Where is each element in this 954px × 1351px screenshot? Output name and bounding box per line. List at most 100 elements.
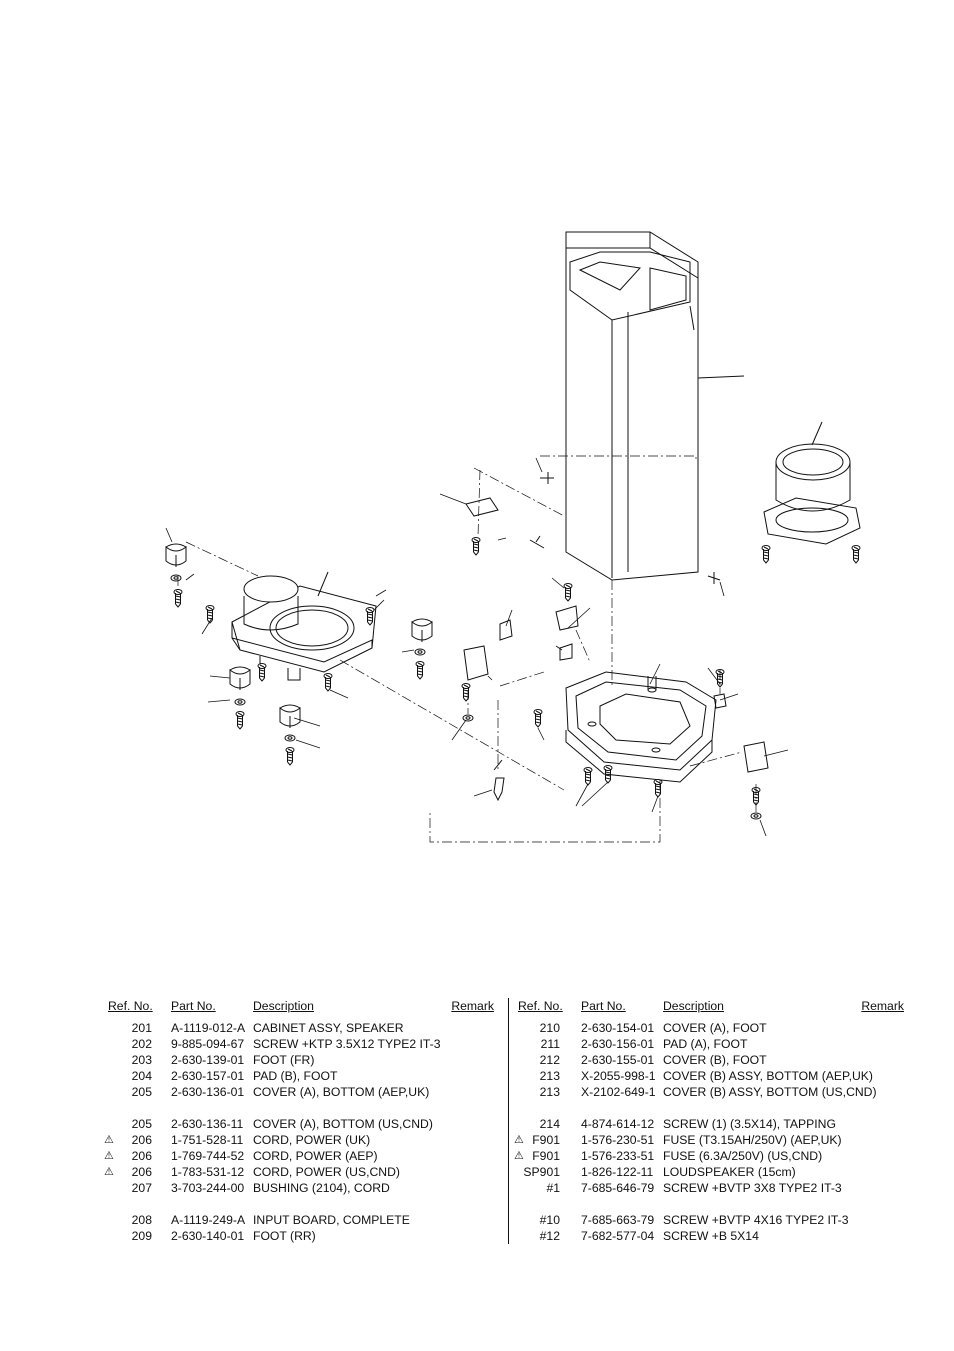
header-part-no: Part No. <box>581 999 626 1013</box>
part-no-cell: 1-576-233-51 <box>581 1149 655 1163</box>
ref-no-cell: 202 <box>131 1037 152 1051</box>
part-row: 213 X-2102-649-1 COVER (B) ASSY, BOTTOM (U… <box>514 1084 906 1100</box>
ref-no-cell: F901 <box>532 1133 560 1147</box>
ref-no-cell: 203 <box>131 1053 152 1067</box>
ref-no-cell: 208 <box>131 1213 152 1227</box>
part-no-cell: X-2055-998-1 <box>581 1069 656 1083</box>
safety-warning-icon: ⚠ <box>514 1150 524 1162</box>
part-row: 202 9-885-094-67 SCREW +KTP 3.5X12 TYPE2 I… <box>104 1036 500 1052</box>
ref-no-cell: F901 <box>532 1149 560 1163</box>
ref-no-cell: 213 <box>539 1085 560 1099</box>
part-row: ⚠ F901 1-576-230-51 FUSE (T3.15AH/250V) (AE… <box>514 1132 906 1148</box>
part-no-cell: X-2102-649-1 <box>581 1085 656 1099</box>
part-no-cell: A-1119-249-A <box>171 1213 246 1227</box>
part-no-cell: 4-874-614-12 <box>581 1117 655 1131</box>
part-row: SP901 1-826-122-11 LOUDSPEAKER (15cm) <box>514 1164 906 1180</box>
description-cell: COVER (B), FOOT <box>663 1053 767 1067</box>
ref-no-cell: SP901 <box>523 1165 560 1179</box>
part-row: 205 2-630-136-01 COVER (A), BOTTOM (AEP,UK… <box>104 1084 500 1100</box>
part-no-cell: A-1119-012-A <box>171 1021 246 1035</box>
part-row: #10 7-685-663-79 SCREW +BVTP 4X16 TYPE2 IT… <box>514 1212 906 1228</box>
bottom-cover-a-part <box>231 571 377 681</box>
description-cell: FOOT (RR) <box>253 1229 316 1243</box>
part-no-cell: 1-576-230-51 <box>581 1133 655 1147</box>
description-cell: SCREW +BVTP 4X16 TYPE2 IT-3 <box>663 1213 849 1227</box>
leader-lines <box>165 457 789 837</box>
part-no-cell: 1-783-531-12 <box>171 1165 245 1179</box>
header-remark: Remark <box>451 999 494 1013</box>
parts-list-header: Ref. No. Part No. Description Remark <box>104 996 500 1020</box>
ref-no-cell: #1 <box>546 1181 560 1195</box>
part-no-cell: 1-826-122-11 <box>581 1165 654 1179</box>
description-cell: FUSE (T3.15AH/250V) (AEP,UK) <box>663 1133 842 1147</box>
parts-list-right: Ref. No. Part No. Description Remark 210… <box>514 996 906 1244</box>
description-cell: CABINET ASSY, SPEAKER <box>253 1021 404 1035</box>
description-cell: COVER (A), FOOT <box>663 1021 767 1035</box>
ref-no-cell: #12 <box>539 1229 560 1243</box>
part-no-cell: 2-630-156-01 <box>581 1037 655 1051</box>
ref-no-cell: 207 <box>131 1181 152 1195</box>
safety-warning-icon: ⚠ <box>104 1134 114 1146</box>
parts-list-left: Ref. No. Part No. Description Remark 201… <box>104 996 500 1244</box>
ref-no-cell: 209 <box>131 1229 152 1243</box>
bottom-cover-b-part <box>565 671 717 783</box>
part-row: ⚠ 206 1-783-531-12 CORD, POWER (US,CND) <box>104 1164 500 1180</box>
part-no-cell: 2-630-136-11 <box>171 1117 244 1131</box>
safety-warning-icon: ⚠ <box>514 1134 524 1146</box>
description-cell: LOUDSPEAKER (15cm) <box>663 1165 796 1179</box>
part-no-cell: 7-682-577-04 <box>581 1229 655 1243</box>
exploded-view-diagram <box>165 231 861 843</box>
part-no-cell: 3-703-244-00 <box>171 1181 245 1195</box>
ref-no-cell: 206 <box>131 1133 152 1147</box>
header-description: Description <box>253 999 314 1013</box>
part-row: #12 7-682-577-04 SCREW +B 5X14 <box>514 1228 906 1244</box>
ref-no-cell: 205 <box>131 1085 152 1099</box>
description-cell: FUSE (6.3A/250V) (US,CND) <box>663 1149 823 1163</box>
header-part-no: Part No. <box>171 999 216 1013</box>
description-cell: SCREW +KTP 3.5X12 TYPE2 IT-3 <box>253 1037 441 1051</box>
parts-list-header: Ref. No. Part No. Description Remark <box>514 996 906 1020</box>
ref-no-cell: 206 <box>131 1165 152 1179</box>
description-cell: COVER (A), BOTTOM (AEP,UK) <box>253 1085 430 1099</box>
description-cell: INPUT BOARD, COMPLETE <box>253 1213 410 1227</box>
description-cell: COVER (A), BOTTOM (US,CND) <box>253 1117 433 1131</box>
ref-no-cell: 212 <box>539 1053 560 1067</box>
ref-no-cell: #10 <box>539 1213 560 1227</box>
part-no-cell: 1-769-744-52 <box>171 1149 245 1163</box>
part-no-cell: 9-885-094-67 <box>171 1037 245 1051</box>
part-no-cell: 1-751-528-11 <box>171 1133 244 1147</box>
part-row: ⚠ F901 1-576-233-51 FUSE (6.3A/250V) (US,CN… <box>514 1148 906 1164</box>
ref-no-cell: 204 <box>131 1069 152 1083</box>
part-no-cell: 2-630-136-01 <box>171 1085 245 1099</box>
part-row: 213 X-2055-998-1 COVER (B) ASSY, BOTTOM (A… <box>514 1068 906 1084</box>
safety-warning-icon: ⚠ <box>104 1166 114 1178</box>
description-cell: PAD (B), FOOT <box>253 1069 338 1083</box>
header-ref-no: Ref. No. <box>518 999 563 1013</box>
cabinet-part <box>565 231 745 581</box>
description-cell: CORD, POWER (UK) <box>253 1133 371 1147</box>
ref-no-cell: 214 <box>539 1117 560 1131</box>
description-cell: COVER (B) ASSY, BOTTOM (US,CND) <box>663 1085 877 1099</box>
part-no-cell: 7-685-663-79 <box>581 1213 655 1227</box>
header-description: Description <box>663 999 724 1013</box>
header-remark: Remark <box>861 999 904 1013</box>
table-divider <box>508 998 509 1244</box>
description-cell: CORD, POWER (US,CND) <box>253 1165 400 1179</box>
description-cell: COVER (B) ASSY, BOTTOM (AEP,UK) <box>663 1069 873 1083</box>
ref-no-cell: 213 <box>539 1069 560 1083</box>
description-cell: SCREW +B 5X14 <box>663 1229 759 1243</box>
part-no-cell: 2-630-139-01 <box>171 1053 245 1067</box>
